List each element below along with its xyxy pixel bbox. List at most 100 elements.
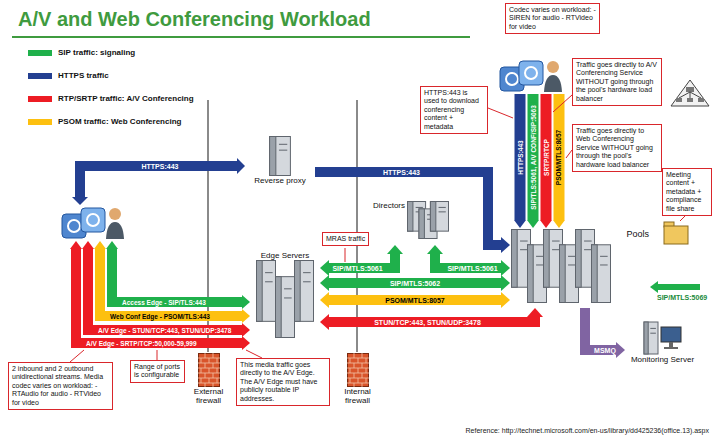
server-icon xyxy=(439,211,446,212)
firewall-icon xyxy=(204,383,205,387)
flow-label: HTTPS:443 xyxy=(140,162,181,171)
node-label: Codec varies on workload: - SIREN for au… xyxy=(509,6,596,31)
node-label: Meeting content + metadata + compliance … xyxy=(666,171,708,213)
server-icon xyxy=(644,322,658,354)
internal-client xyxy=(525,67,537,79)
legend-text: SIP traffic: signaling xyxy=(58,48,135,57)
server-icon xyxy=(669,342,673,347)
title-rule xyxy=(12,37,470,38)
server-icon xyxy=(560,245,566,303)
server-node: Edge Servers xyxy=(250,250,320,350)
note-label: SIP/MTLS:5069 xyxy=(655,293,709,302)
node-label: Traffic goes directly to Web Conferencin… xyxy=(576,127,658,169)
load-balancer-icon xyxy=(679,92,690,98)
legend-text: RTP/SRTP traffic: A/V Conferencing xyxy=(58,94,194,103)
arrow-head xyxy=(387,245,403,254)
server-icon xyxy=(256,260,314,338)
server-icon xyxy=(284,289,292,290)
internal-client xyxy=(547,61,559,73)
firewall-icon xyxy=(347,353,369,387)
firewall-icon xyxy=(200,378,201,383)
firewall-icon xyxy=(353,373,354,378)
arrow-head xyxy=(320,260,329,276)
diagram-title: A/V and Web Conferencing Workload xyxy=(18,8,371,31)
server-icon xyxy=(512,230,518,288)
https-flow-band xyxy=(237,158,245,174)
firewall-icon xyxy=(365,368,366,373)
node-label: Pools xyxy=(626,229,649,239)
legend-row: PSOM traffic: Web Conferencing xyxy=(28,117,181,126)
connector xyxy=(427,245,510,276)
leader-line xyxy=(70,95,686,362)
server-icon xyxy=(536,256,544,257)
client-flow-band xyxy=(100,249,242,316)
leader-line xyxy=(553,95,572,112)
legend-row: SIP traffic: signaling xyxy=(28,48,135,57)
server-icon xyxy=(643,321,683,355)
client-flow-band xyxy=(242,295,250,309)
server-icon xyxy=(279,150,287,151)
server-icon xyxy=(568,256,576,257)
server-icon xyxy=(439,207,446,208)
firewall-icon xyxy=(353,383,354,387)
firewall-icon xyxy=(200,358,201,363)
server-icon xyxy=(511,229,611,303)
flow-label: PSOM/MTLS:8057 xyxy=(554,127,563,186)
client-flow-band xyxy=(70,241,250,350)
server-icon xyxy=(576,230,582,288)
client-flow-band xyxy=(106,241,118,249)
flow-label: A/V Edge - STUN/TCP:443, STUN/UDP:3478 xyxy=(96,326,233,335)
internal-client xyxy=(519,61,543,85)
server-pool: Pools xyxy=(510,228,650,308)
firewall-icon xyxy=(357,368,358,373)
firewall-icon xyxy=(212,373,213,378)
node-label: HTTPS:443 is used to download conferenci… xyxy=(424,89,484,131)
server-icon xyxy=(279,144,287,145)
server-icon xyxy=(284,298,292,299)
external-client xyxy=(62,208,124,239)
firewall-icon xyxy=(349,368,350,373)
firewall-icon xyxy=(212,353,213,358)
server-icon xyxy=(276,277,295,338)
arrow-head xyxy=(501,275,510,291)
connector xyxy=(585,308,625,358)
firewall-icon xyxy=(347,354,368,387)
connector-label: MSMQ xyxy=(592,346,618,355)
server-icon xyxy=(430,202,448,232)
connector-label: SIP/MTLS:5061 xyxy=(445,264,499,273)
server-icon xyxy=(664,347,678,349)
server-node: Monitoring Server xyxy=(625,320,700,365)
firewall-icon xyxy=(204,373,205,378)
leader-line xyxy=(70,350,84,362)
file-share-icon xyxy=(664,222,688,244)
server-icon xyxy=(265,272,273,273)
firewall-node: External firewall xyxy=(186,352,231,406)
server-icon xyxy=(430,202,435,232)
legend-swatch xyxy=(28,73,52,79)
connector-band xyxy=(585,308,617,350)
firewall-icon xyxy=(361,363,362,368)
client-flow-band xyxy=(242,336,250,350)
server-icon xyxy=(600,256,608,257)
flow-label: HTTPS:443 xyxy=(515,138,524,176)
internal-client xyxy=(500,61,562,92)
load-balancer-icon xyxy=(690,92,701,98)
external-client xyxy=(81,208,105,232)
node-label: Edge Servers xyxy=(261,251,309,260)
server-icon xyxy=(552,249,560,250)
arrow-head xyxy=(320,292,329,308)
external-client xyxy=(87,214,99,226)
client-flow-band xyxy=(112,249,242,302)
arrow-head xyxy=(527,308,543,317)
connector-label: SIP/MTLS:5061 xyxy=(330,264,384,273)
internal-flow-band xyxy=(553,220,565,228)
load-balancer-icon xyxy=(690,92,691,98)
flow-label: Access Edge - SIP/TLS:443 xyxy=(120,298,208,307)
server-icon xyxy=(407,201,449,239)
server-icon xyxy=(303,281,311,282)
server-icon xyxy=(592,245,598,303)
firewall-icon xyxy=(204,353,205,358)
firewall-line xyxy=(356,100,358,352)
note-callout: Traffic goes directly to A/V Conferencin… xyxy=(572,58,662,106)
firewall-icon xyxy=(216,368,217,373)
